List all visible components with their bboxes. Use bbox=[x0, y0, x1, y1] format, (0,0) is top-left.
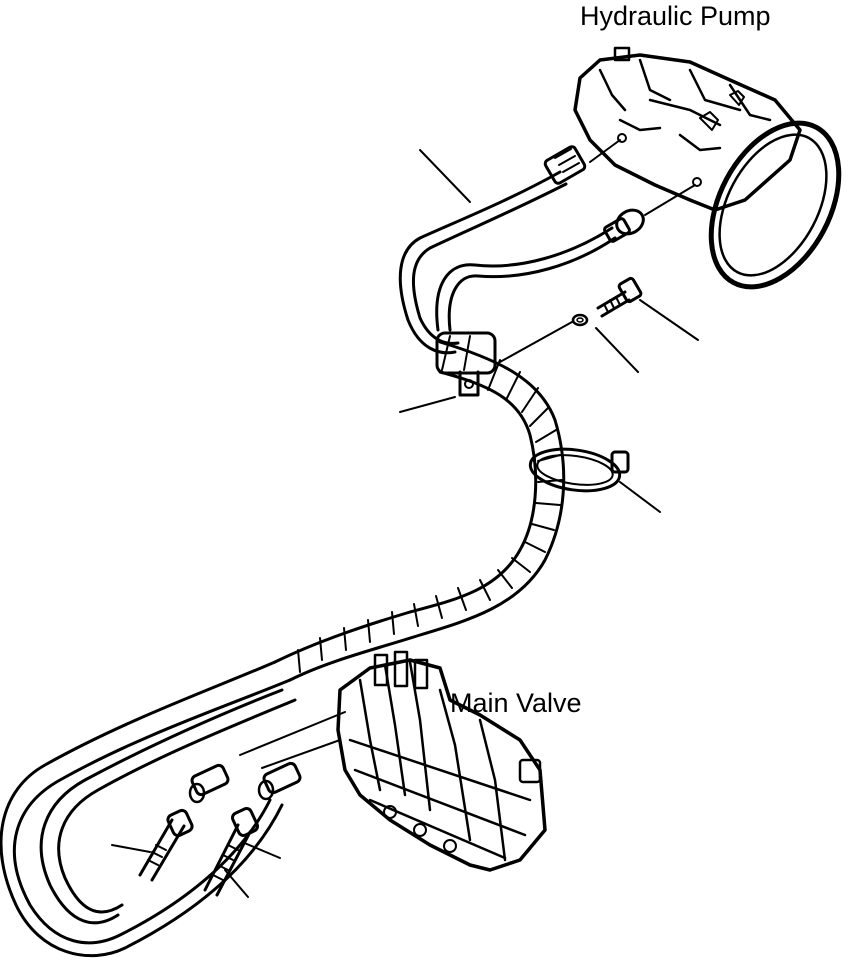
bolt bbox=[596, 276, 643, 318]
valve-connector-left bbox=[188, 763, 230, 804]
main-valve bbox=[336, 650, 547, 872]
hydraulic-pump bbox=[573, 46, 842, 290]
leader-lines bbox=[111, 149, 699, 898]
alignment-lines bbox=[239, 139, 696, 769]
hydraulic-pump-label: Hydraulic Pump bbox=[580, 1, 771, 31]
washer bbox=[571, 313, 589, 327]
band-clamp bbox=[528, 447, 630, 493]
valve-connector-right bbox=[257, 761, 302, 801]
hose-end-left bbox=[138, 808, 194, 882]
hose-clip-bracket bbox=[435, 331, 497, 397]
main-valve-label: Main Valve bbox=[450, 688, 582, 718]
lower-hose-loop bbox=[0, 660, 297, 958]
pump-fitting-lower bbox=[603, 208, 645, 243]
upper-hose-pair bbox=[398, 170, 617, 355]
spiral-wrapped-hose bbox=[273, 340, 566, 682]
pump-fitting-upper bbox=[543, 145, 587, 185]
